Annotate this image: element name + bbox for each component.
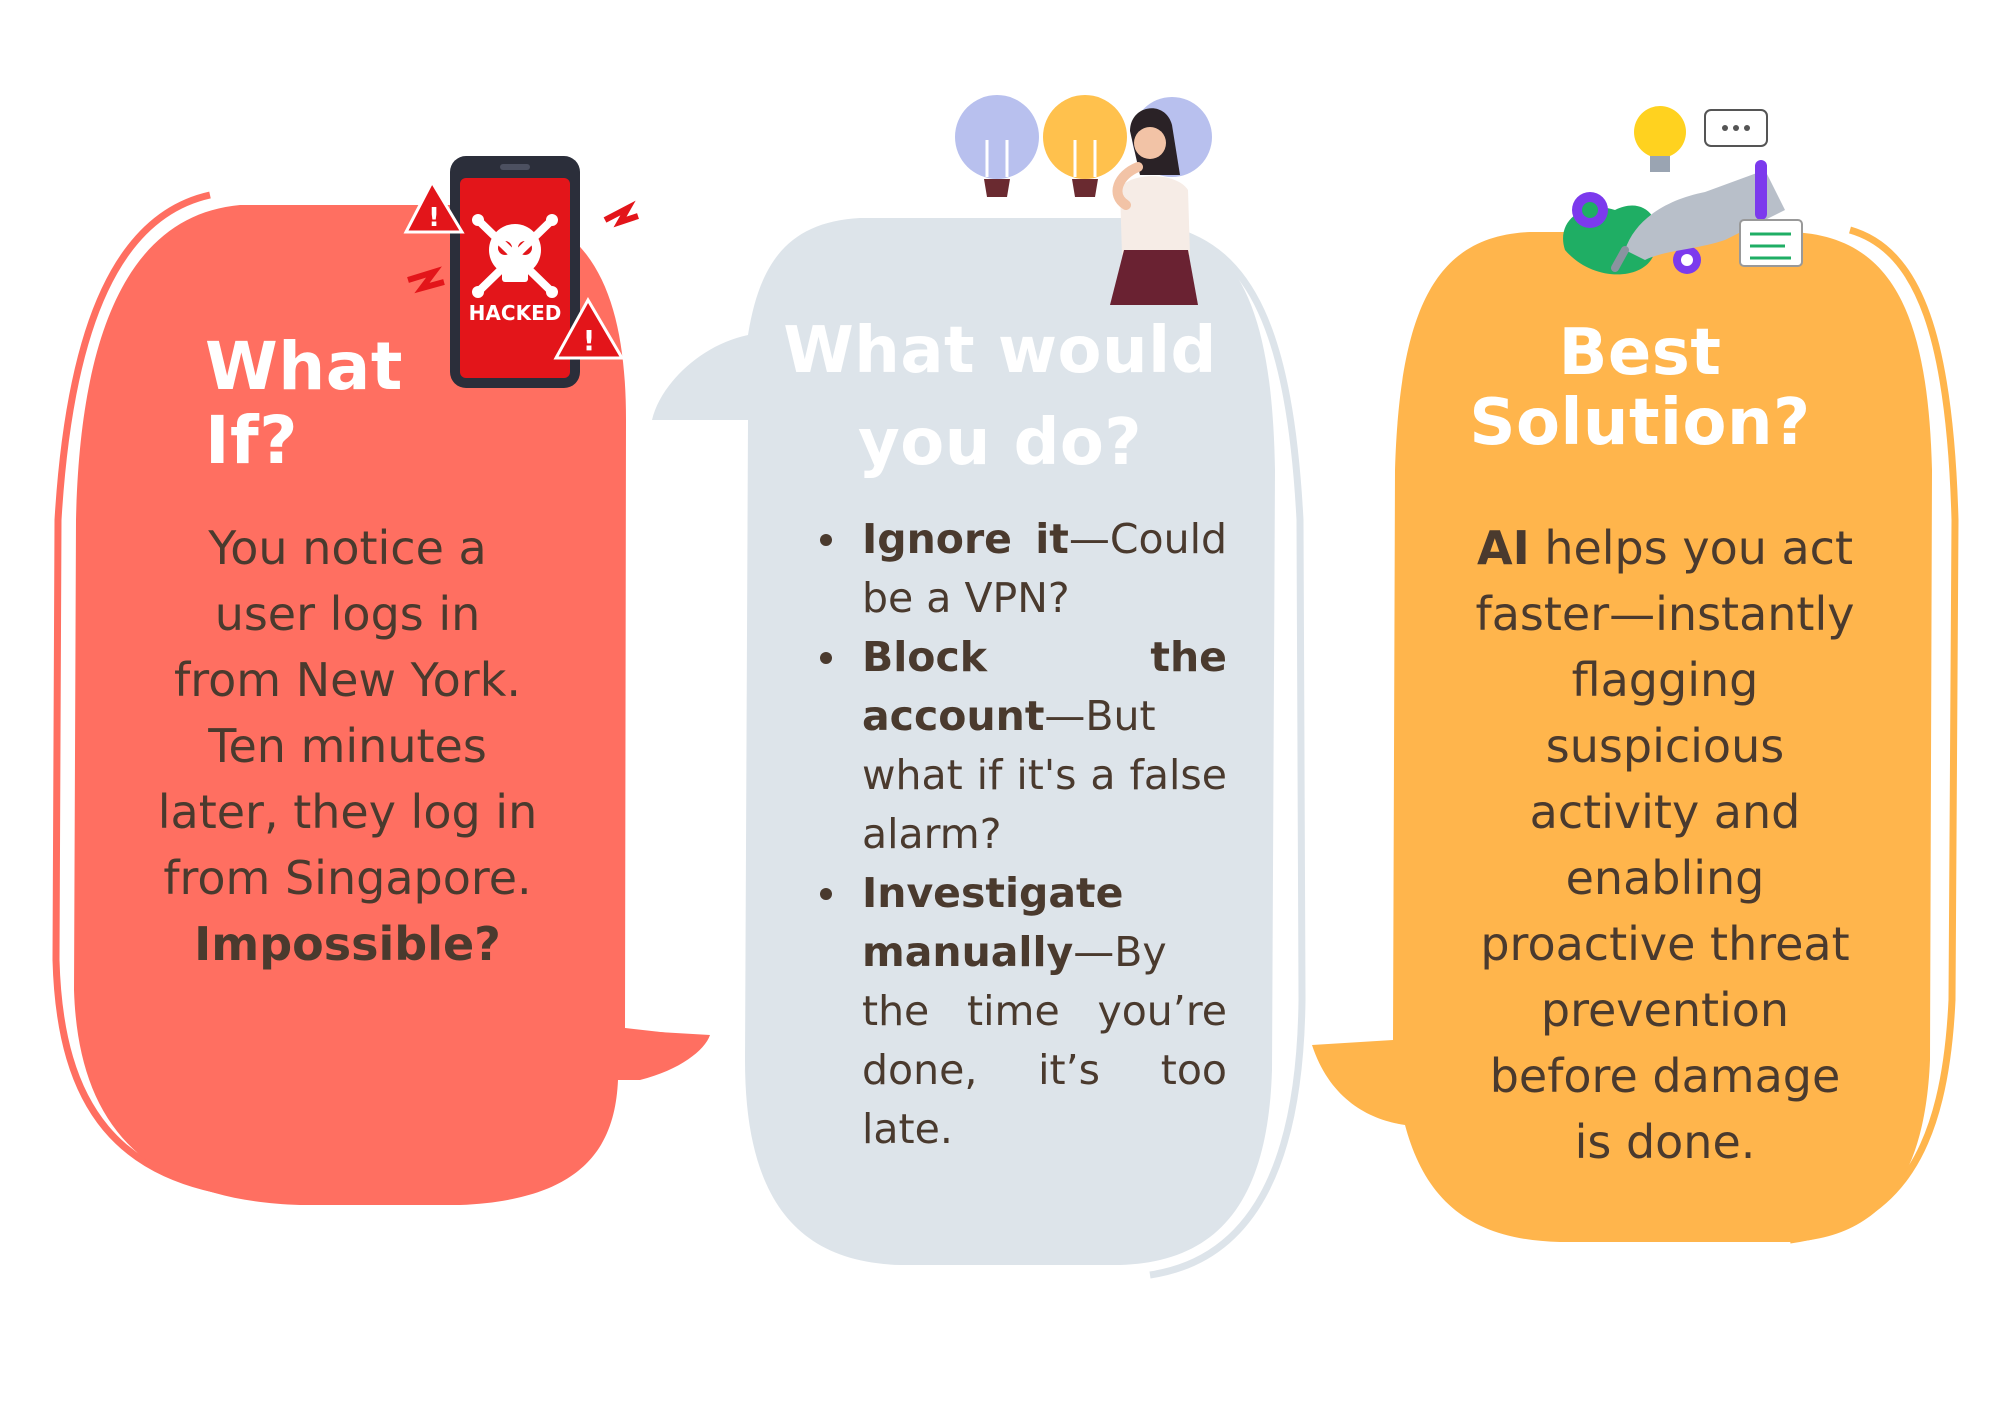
card1-line: Ten minutes [208, 719, 487, 773]
card2-options-list: Ignore it—Could be a VPN? Block the acco… [820, 510, 1227, 1159]
card1-line: You notice a [208, 521, 487, 575]
card3-line: proactive threat [1480, 917, 1850, 971]
card1-bubble [74, 205, 710, 1205]
card3-line: flagging [1571, 653, 1759, 707]
card3-line: prevention [1540, 983, 1790, 1037]
svg-text:!: ! [428, 203, 440, 233]
option-bold: Ignore it [862, 515, 1069, 563]
ai-robot-hand-icon [1563, 106, 1803, 275]
card3-lead-rest: helps you act [1529, 521, 1854, 575]
card3-line: activity and [1529, 785, 1801, 839]
card1-line: later, they log in [157, 785, 538, 839]
bullet-dot-icon [820, 534, 832, 546]
card3-title-line1: Best [1558, 316, 1722, 390]
thinking-woman-icon [955, 95, 1212, 305]
card3-line: is done. [1574, 1115, 1756, 1169]
card1-line: user logs in [214, 587, 481, 641]
option-bold: Investigate manually [862, 869, 1124, 976]
card1-title: What If? [205, 328, 403, 479]
option-rest: —But what if it's a false alarm? [862, 692, 1227, 858]
card3-bubble [1312, 232, 1932, 1242]
card3-title: Best Solution? [1440, 318, 1840, 458]
phone-hacked-label: HACKED [469, 301, 562, 325]
card1-line: from New York. [174, 653, 521, 707]
hacked-phone-icon: HACKED ! ! [403, 156, 639, 388]
svg-text:!: ! [583, 324, 596, 357]
card2-bubble [652, 218, 1275, 1265]
card3-lead: AI helps you act [1420, 515, 1910, 581]
card2-title: What would you do? [760, 305, 1240, 489]
card2-title-line2: you do? [858, 406, 1142, 480]
card2-title-line1: What would [783, 314, 1217, 388]
card1-body: You notice a user logs in from New York.… [110, 515, 585, 977]
option-rest: —Could be a VPN? [862, 515, 1227, 622]
card3-line: enabling [1565, 851, 1765, 905]
bullet-dot-icon [820, 652, 832, 664]
option-bold: Block the account [862, 633, 1227, 740]
card3-title-line2: Solution? [1469, 386, 1811, 460]
card1-emphasis: Impossible? [194, 917, 501, 971]
card3-lead-bold: AI [1476, 521, 1530, 575]
card3-line: suspicious [1545, 719, 1785, 773]
card3-line: before damage [1489, 1049, 1841, 1103]
list-item: Block the account—But what if it's a fal… [820, 628, 1227, 864]
card3-line: faster—instantly [1475, 587, 1855, 641]
list-item: Ignore it—Could be a VPN? [820, 510, 1227, 628]
card3-body: AI helps you act faster—instantly flaggi… [1420, 515, 1910, 1175]
bullet-dot-icon [820, 888, 832, 900]
card2-outline [1149, 226, 1306, 1279]
card1-line: from Singapore. [163, 851, 532, 905]
option-rest: —By the time you’re done, it’s too late. [862, 928, 1227, 1153]
list-item: Investigate manually—By the time you’re … [820, 864, 1227, 1159]
